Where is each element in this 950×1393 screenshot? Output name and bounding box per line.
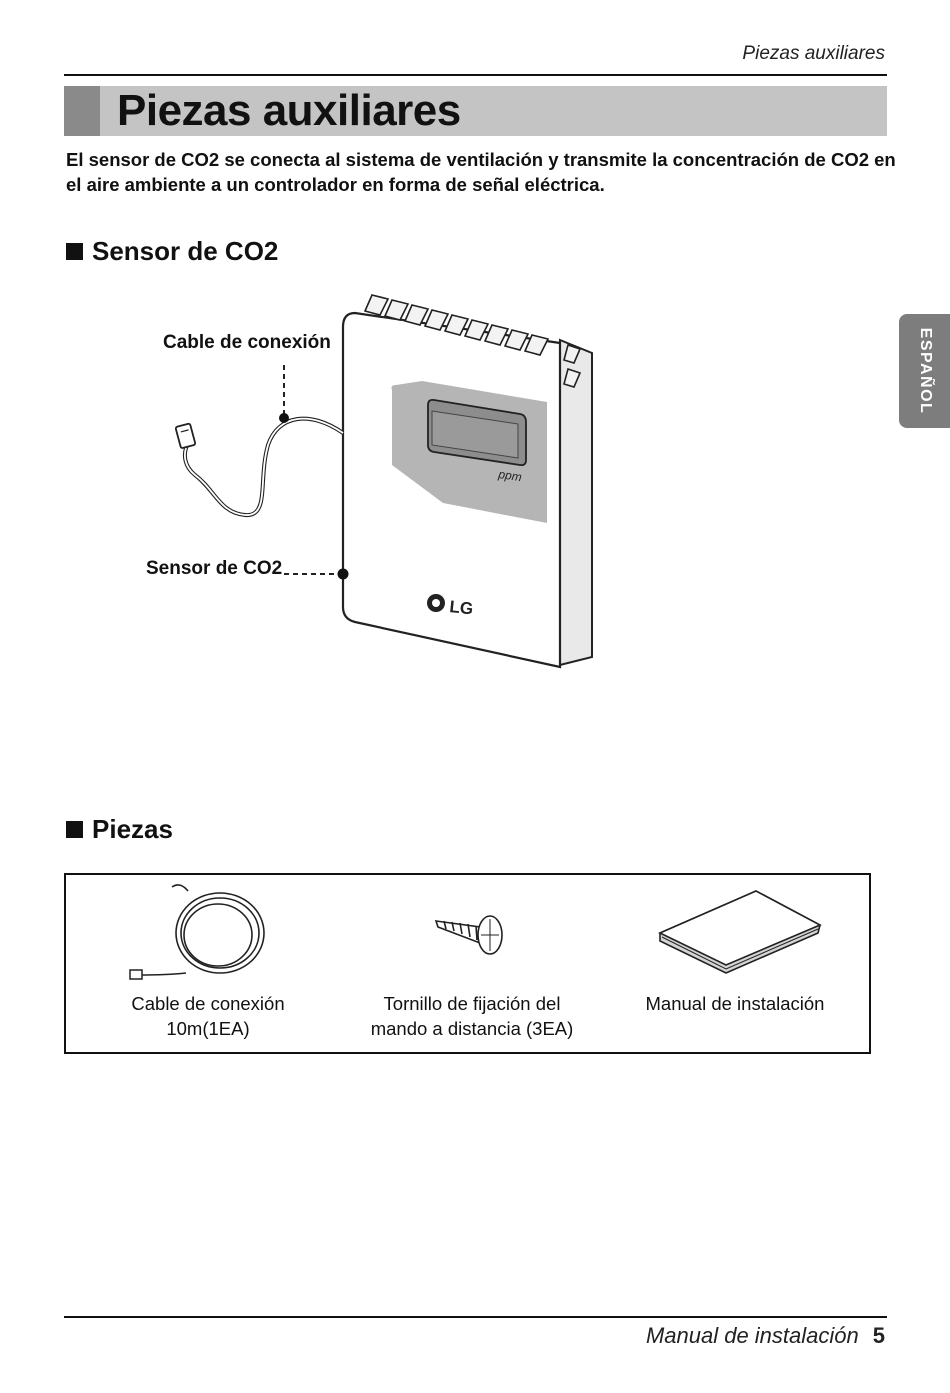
- part-label-manual: Manual de instalación: [624, 991, 846, 1016]
- part-label-manual-line1: Manual de instalación: [645, 993, 825, 1014]
- language-side-tab-label: ESPAÑOL: [916, 327, 934, 415]
- section-heading-sensor: Sensor de CO2: [66, 236, 278, 267]
- manual-book-icon: [658, 890, 822, 974]
- part-label-screw-line2: mando a distancia (3EA): [370, 1018, 574, 1039]
- screw-icon: [434, 915, 503, 955]
- section-heading-parts: Piezas: [66, 814, 173, 845]
- page-number: 5: [872, 1323, 885, 1348]
- callout-cable-label: Cable de conexión: [163, 332, 331, 353]
- section-heading-parts-text: Piezas: [92, 814, 173, 844]
- square-bullet-icon: [66, 821, 83, 838]
- footer-doc-name: Manual de instalación: [645, 1323, 859, 1348]
- section-heading-sensor-text: Sensor de CO2: [92, 236, 279, 266]
- footer: Manual de instalación 5: [646, 1323, 885, 1349]
- vent-slots-icon: [363, 294, 582, 388]
- part-label-cable-line2: 10m(1EA): [166, 1018, 250, 1039]
- co2-sensor-diagram: ppm LG: [174, 294, 593, 669]
- square-bullet-icon: [66, 243, 83, 260]
- part-label-screw: Tornillo de fijación del mando a distanc…: [342, 991, 602, 1041]
- running-header: Piezas auxiliares: [742, 43, 885, 64]
- display-unit-label: ppm: [497, 467, 523, 484]
- part-label-cable: Cable de conexión 10m(1EA): [88, 991, 328, 1041]
- cable-coil-icon: [129, 884, 265, 980]
- header-rule: [64, 74, 887, 76]
- lg-logo-icon: LG: [427, 594, 474, 618]
- title-band: Piezas auxiliares: [64, 86, 887, 136]
- language-side-tab: ESPAÑOL: [899, 314, 950, 428]
- page-title: Piezas auxiliares: [117, 86, 461, 135]
- part-label-cable-line1: Cable de conexión: [131, 993, 285, 1014]
- lg-logo-text: LG: [449, 597, 474, 618]
- callout-sensor-label: Sensor de CO2: [146, 558, 283, 579]
- intro-paragraph: El sensor de CO2 se conecta al sistema d…: [66, 149, 896, 195]
- cable-connector-icon: [174, 422, 197, 449]
- footer-rule: [64, 1316, 887, 1318]
- part-label-screw-line1: Tornillo de fijación del: [383, 993, 561, 1014]
- parts-table: Cable de conexión 10m(1EA) Tornillo de f…: [64, 873, 871, 1054]
- title-tab-marker: [64, 86, 100, 136]
